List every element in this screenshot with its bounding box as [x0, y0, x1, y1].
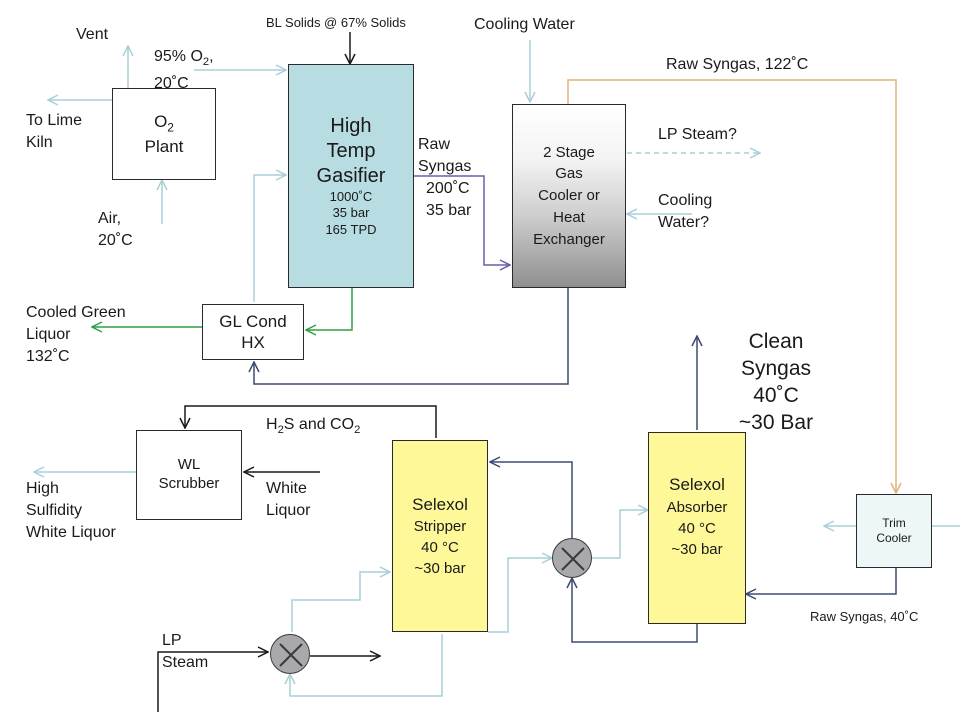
h2s-co2-label: H2S and CO2: [266, 416, 361, 437]
raw-syngas-122-label: Raw Syngas, 122˚C: [666, 56, 809, 73]
cooled-green-liquor-label: Cooled Green Liquor 132˚C: [26, 304, 126, 365]
o2-feed-label: 95% O2, 20˚C: [154, 48, 214, 93]
absorber-feed-stream: [592, 510, 648, 559]
wl-scrubber: WL Scrubber: [136, 430, 242, 520]
high-sulfidity-label: High Sulfidity White Liquor: [26, 480, 116, 541]
selexol-absorber: Selexol Absorber 40 °C ~30 bar: [648, 432, 746, 624]
high-temp-gasifier: High Temp Gasifier 1000˚C 35 bar 165 TPD: [288, 64, 414, 288]
left-valve-icon: [270, 634, 310, 674]
lp-steam-label: LP Steam: [162, 632, 209, 671]
bl-solids-label: BL Solids @ 67% Solids: [266, 15, 406, 30]
condensate-loop-stream: [290, 634, 443, 697]
o2-plant: O2 Plant: [112, 88, 216, 180]
raw-syngas-200-label: Raw Syngas 200˚C 35 bar: [418, 136, 472, 219]
air-label: Air, 20˚C: [98, 210, 133, 249]
to-lime-kiln-label: To Lime Kiln: [26, 112, 83, 151]
selexol-stripper: Selexol Stripper 40 °C ~30 bar: [392, 440, 488, 632]
green-liquor-stream: [306, 288, 353, 330]
cooling-water-q-label: Cooling Water?: [658, 192, 713, 231]
h2s-co2-stream: [185, 405, 437, 438]
right-valve-icon: [552, 538, 592, 578]
raw-syngas-40-stream: [746, 568, 897, 594]
rich-solvent-stream: [572, 578, 698, 643]
clean-syngas-label: Clean Syngas 40˚C ~30 Bar: [738, 330, 814, 434]
cooler-to-glcond-stream: [254, 288, 569, 385]
gas-cooler: 2 Stage Gas Cooler or Heat Exchanger: [512, 104, 626, 288]
steam-to-stripper-stream: [291, 572, 390, 632]
vent-label: Vent: [76, 26, 109, 43]
raw-syngas-122-stream: [567, 79, 896, 493]
trim-cooler: Trim Cooler: [856, 494, 932, 568]
white-liquor-label: White Liquor: [266, 480, 311, 519]
lp-steam-q-label: LP Steam?: [658, 126, 737, 143]
lp-steam-stream: [157, 652, 268, 712]
raw-syngas-200-stream: [414, 175, 510, 265]
gl-return-stream: [253, 175, 286, 302]
lean-solvent-stream: [488, 558, 552, 633]
gl-cond-hx: GL Cond HX: [202, 304, 304, 360]
raw-syngas-40-label: Raw Syngas, 40˚C: [810, 609, 919, 624]
cooling-water-label: Cooling Water: [474, 16, 575, 33]
stripper-feed-stream: [490, 462, 573, 538]
